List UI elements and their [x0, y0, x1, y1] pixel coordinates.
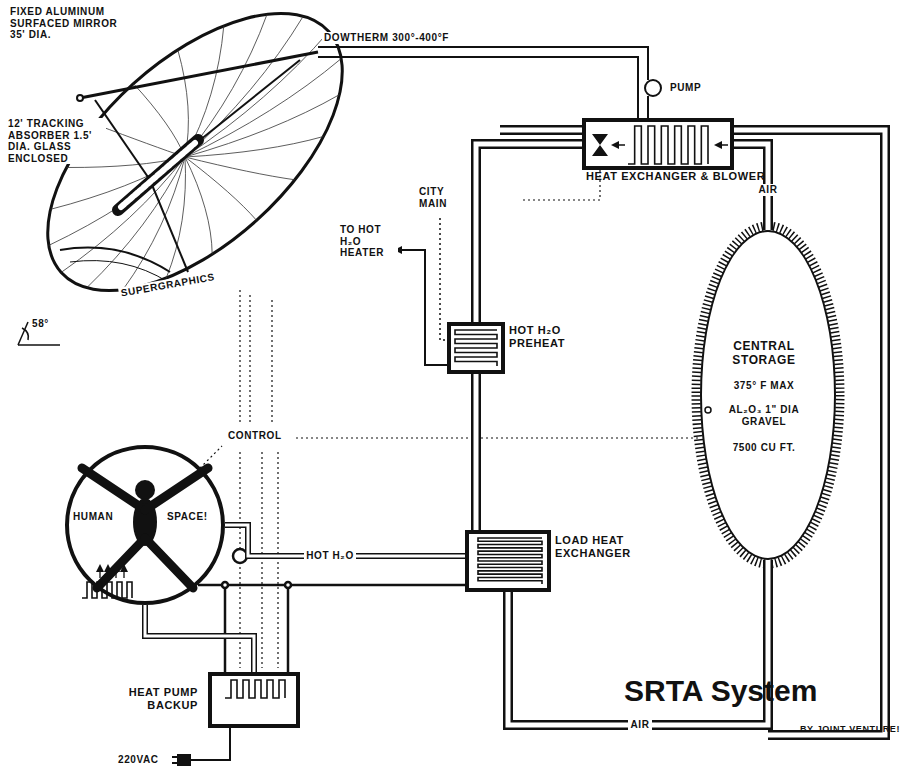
control-wire	[200, 170, 700, 668]
label-text: 220VAC	[116, 754, 161, 766]
diagram-title: SRTA System	[624, 674, 817, 709]
pipe-connector	[476, 144, 582, 322]
hot-water-line	[396, 250, 447, 365]
mirror-rib	[87, 157, 185, 288]
coil	[82, 582, 132, 598]
heat-exchanger-box: HEAT EXCHANGER & BLOWER	[582, 118, 734, 170]
edge-label: AIR	[756, 184, 779, 196]
node-text: HEAT EXCHANGER & BLOWER	[586, 170, 765, 183]
node-text: HUMAN	[71, 511, 115, 523]
label-text: CONTROL	[226, 430, 284, 442]
pipe-connector	[476, 374, 477, 530]
air-duct	[500, 130, 885, 735]
storage-insulation	[696, 226, 840, 564]
coil	[455, 330, 497, 366]
mirror-rib	[178, 50, 189, 157]
node-text: AL₂O₃ 1" DIA GRAVEL	[714, 404, 814, 427]
diagram-caption: BY JOINT VENTURE!	[800, 724, 900, 734]
human-figure	[82, 468, 208, 588]
blower-fan	[592, 134, 728, 156]
label-text: PUMP	[668, 82, 703, 94]
label-text: TO HOT H₂O HEATER	[338, 224, 398, 259]
mirror-rib	[185, 157, 257, 220]
power-plug	[172, 728, 230, 765]
node-text: 7500 CU FT.	[706, 442, 822, 454]
node-text: HEAT PUMP BACKUP	[112, 686, 198, 711]
coil	[225, 680, 285, 698]
city-main-line	[440, 218, 447, 340]
node-text: CENTRAL STORAGE	[722, 340, 806, 368]
label-text: SUPERGRAPHICS	[118, 271, 218, 300]
mirror-rib	[133, 84, 185, 157]
water-pipe	[198, 549, 465, 672]
mirror-rib	[185, 157, 212, 254]
absorber-tube	[118, 140, 198, 210]
edge-label: HOT H₂O	[304, 550, 356, 562]
pipe-connector	[145, 605, 254, 672]
coil	[628, 126, 708, 164]
load-heat-exchanger-box: LOAD HEAT EXCHANGER	[465, 530, 551, 592]
mirror-dish	[0, 0, 390, 341]
dowtherm-pipe	[318, 47, 661, 120]
label-text: 12' TRACKING ABSORBER 1.5' DIA. GLASS EN…	[6, 118, 106, 164]
node-text: SPACE!	[165, 511, 210, 523]
coil	[478, 538, 542, 584]
node-text: 375° F MAX	[706, 380, 822, 392]
node-text: LOAD HEAT EXCHANGER	[555, 534, 645, 559]
heat-pump-box: HEAT PUMP BACKUP	[208, 672, 300, 728]
edge-label: AIR	[628, 719, 651, 731]
supergraphics-stripe	[60, 248, 170, 272]
mirror-rib	[185, 16, 303, 157]
mirror-rib	[95, 124, 185, 157]
mirror-rib	[185, 137, 323, 158]
label-text: FIXED ALUMINUM SURFACED MIRROR 35' DIA.	[8, 6, 130, 41]
label-text: 58°	[30, 318, 51, 330]
mirror-rib	[185, 157, 295, 180]
preheat-box: HOT H₂O PREHEAT	[447, 322, 505, 374]
label-text: CITY MAIN	[417, 186, 465, 209]
label-text: DOWTHERM 300°-400°F	[322, 32, 451, 44]
storage-tank: CENTRAL STORAGE 375° F MAX AL₂O₃ 1" DIA GR…	[700, 230, 836, 560]
heat-arrows	[100, 566, 124, 578]
human-space-circle: HUMAN SPACE!	[65, 445, 225, 605]
node-text: HOT H₂O PREHEAT	[509, 324, 575, 349]
